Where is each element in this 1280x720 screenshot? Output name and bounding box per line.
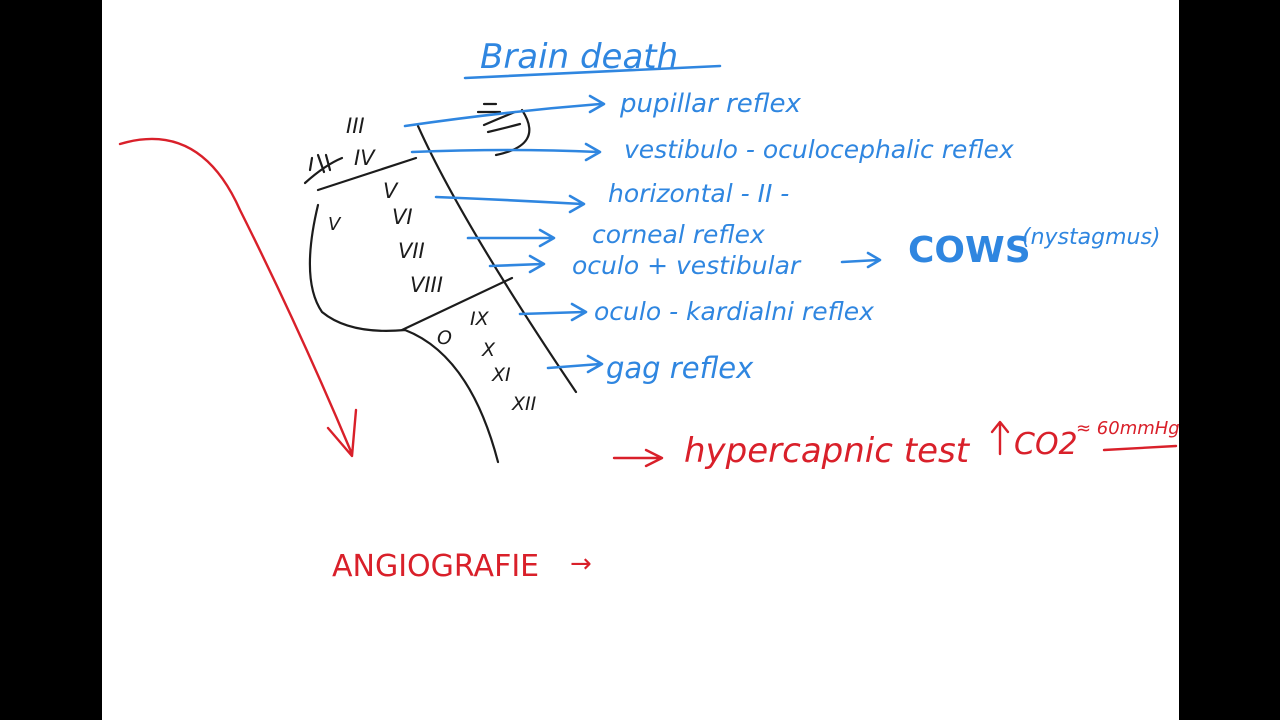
hypercapnic-label: hypercapnic test [684, 431, 971, 471]
co2-label: CO2 [1014, 427, 1078, 462]
title: Brain death [480, 37, 678, 77]
cows-label: COWS [908, 230, 1031, 271]
nerve-iii: III [346, 114, 365, 138]
reflex-oculo-vestibular: oculo + vestibular [572, 251, 802, 280]
cows-note: (nystagmus) [1022, 225, 1161, 250]
nerve-ix: IX [470, 308, 490, 330]
nerve-v-top: V [383, 179, 399, 203]
title-underline [463, 64, 722, 80]
nerve-xi: XI [491, 364, 511, 386]
reflex-gag: gag reflex [606, 351, 754, 385]
reflex-vestibulo-oculocephalic: vestibulo - oculocephalic reflex [624, 135, 1014, 164]
hypercapnic-arrow [612, 448, 664, 468]
nerve-xii: XII [511, 393, 537, 415]
reflex-pupillary: pupillar reflex [619, 89, 802, 119]
reflex-corneal: corneal reflex [592, 220, 765, 249]
reflex-oculo-cardiac: oculo - kardialni reflex [594, 297, 874, 326]
angiography-arrow: → [570, 549, 592, 579]
nerve-x: X [481, 339, 496, 361]
nerve-v-left: V [328, 214, 342, 235]
reflex-arrows [403, 94, 882, 374]
nerve-vii: VII [398, 239, 425, 263]
red-curve-arrow [118, 137, 358, 458]
nerve-iv: IV [354, 146, 376, 170]
co2-approx: ≈ 60mmHg [1076, 418, 1180, 439]
nerve-vi: VI [392, 205, 413, 229]
medulla-mark: O [437, 327, 452, 349]
nerve-viii: VIII [410, 273, 443, 297]
reflex-horizontal: horizontal - II - [608, 179, 789, 208]
angiography-label: ANGIOGRAFIE [332, 549, 539, 584]
whiteboard [102, 0, 1179, 720]
up-arrow-icon [990, 420, 1010, 456]
co2-underline [1102, 444, 1178, 452]
